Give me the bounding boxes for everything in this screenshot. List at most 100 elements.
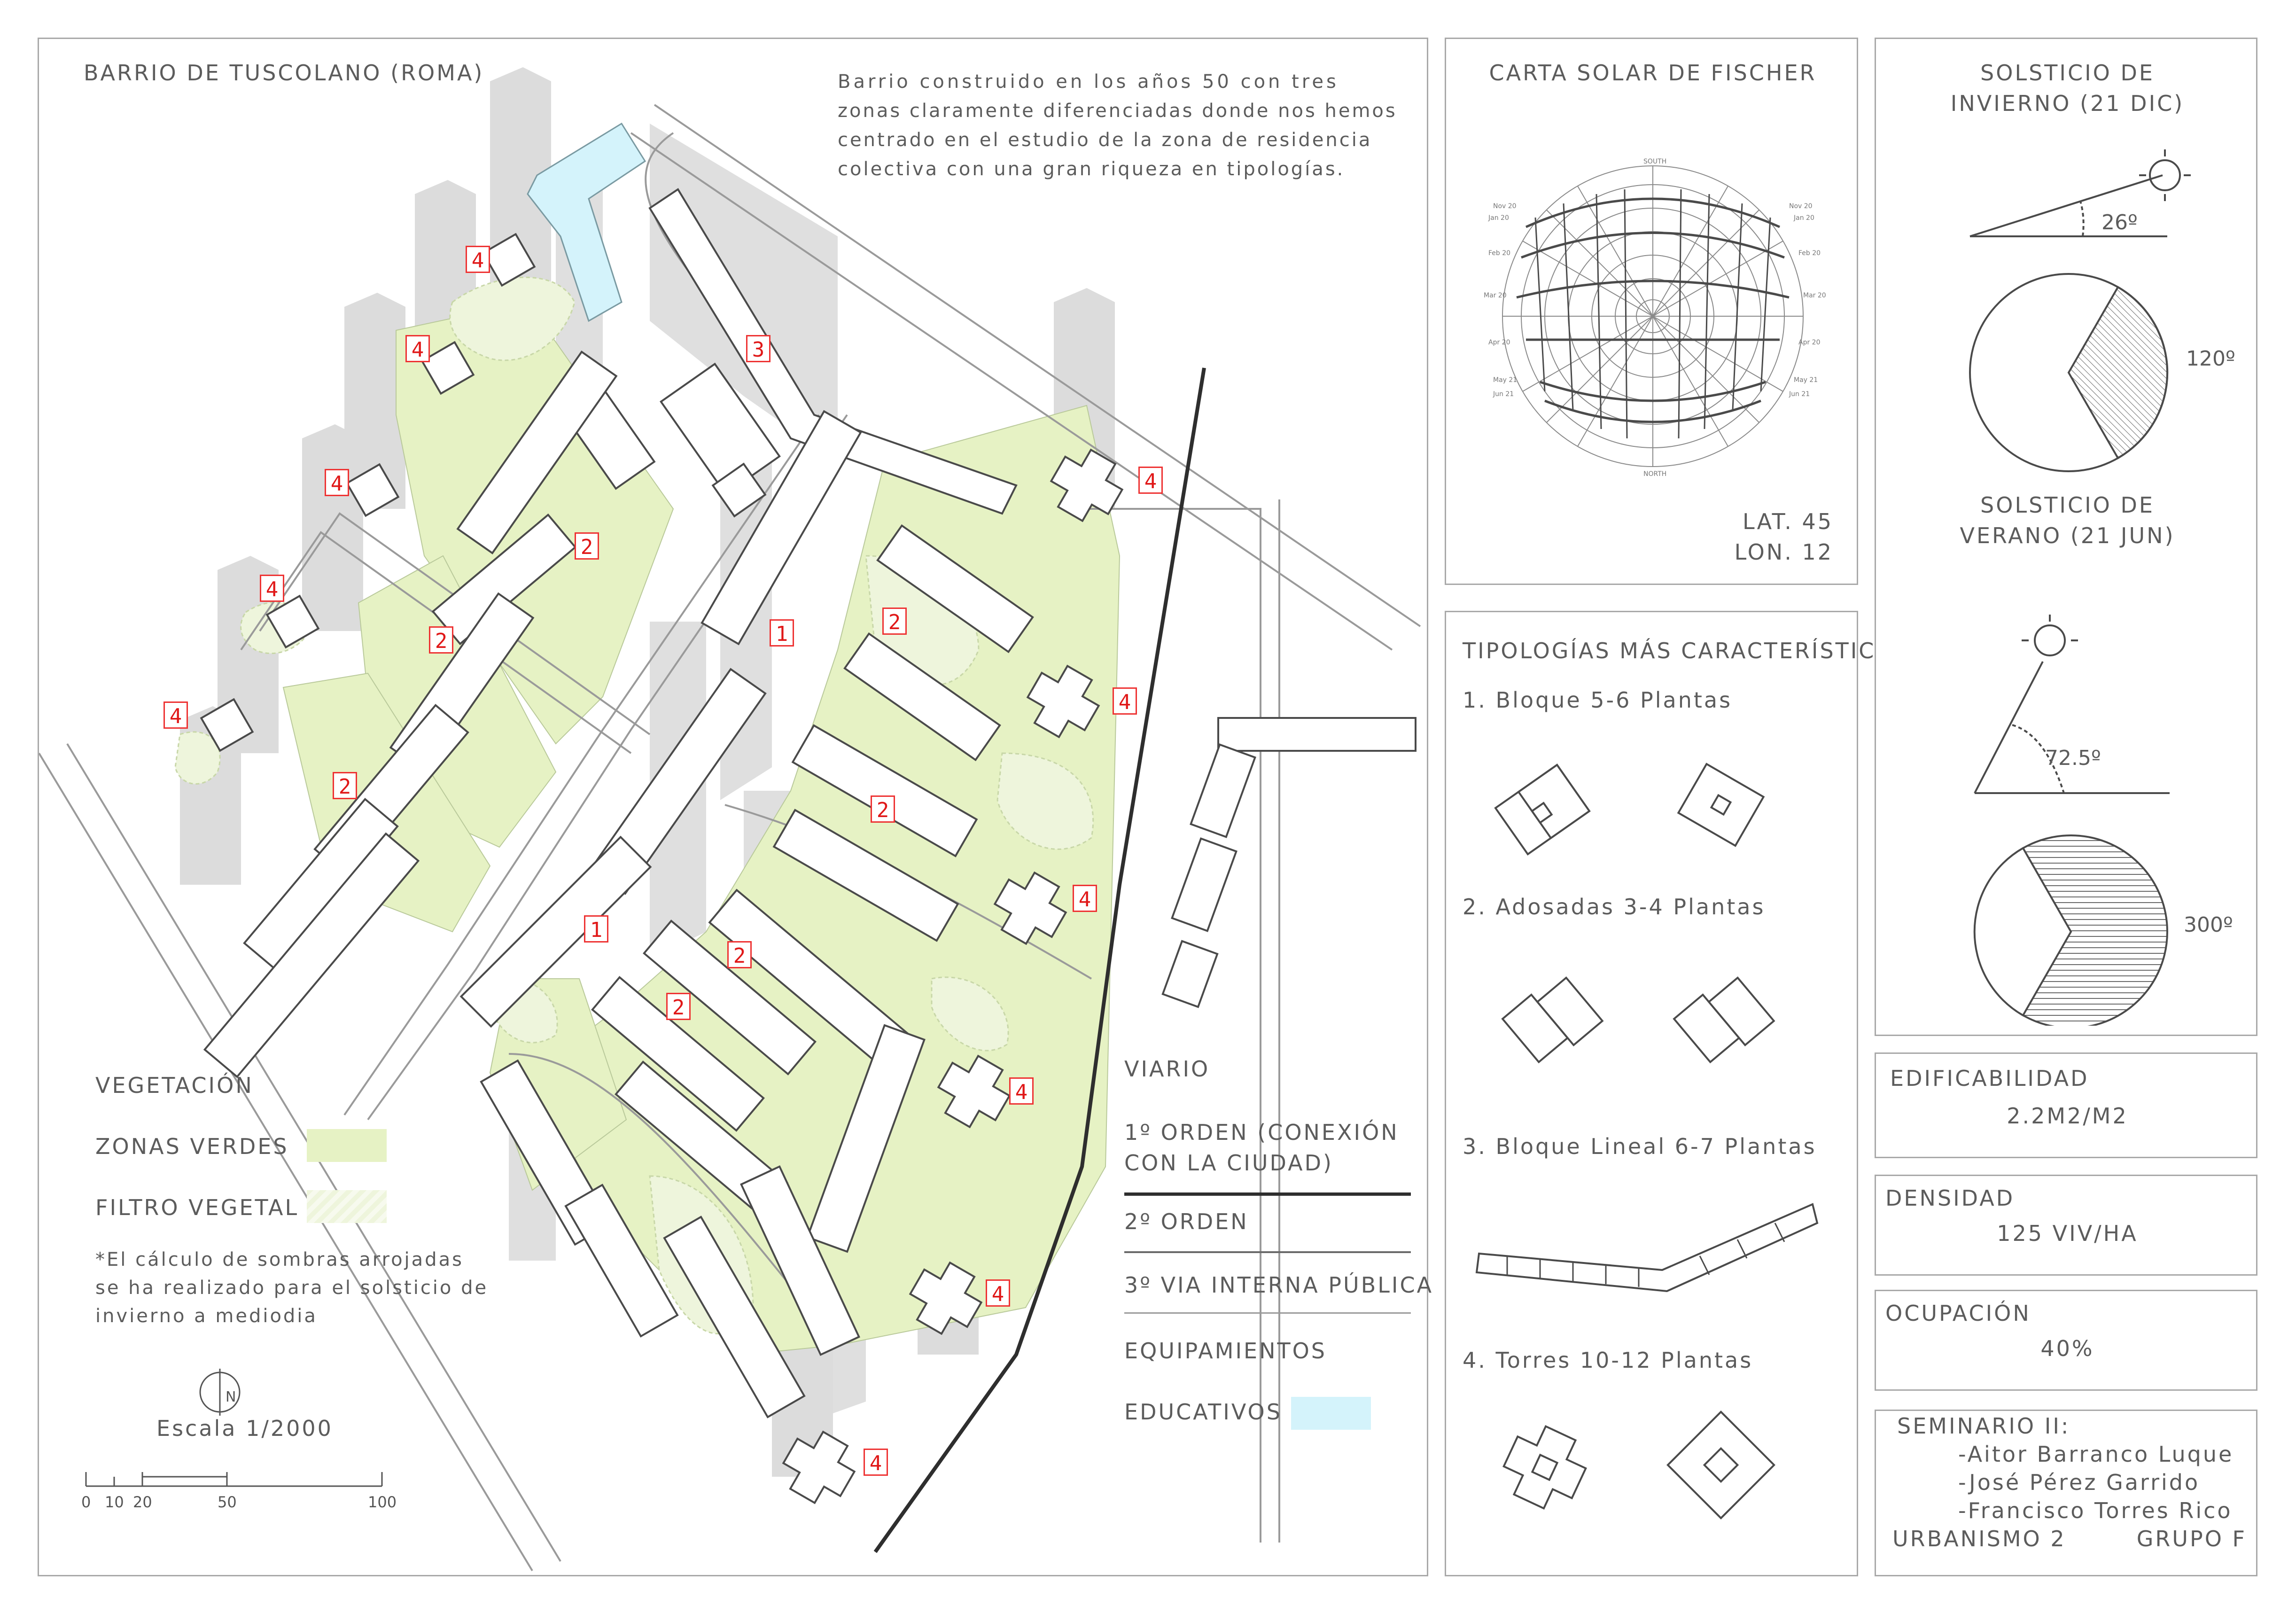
typology-item: 3. Bloque Lineal 6-7 Plantas [1463, 1134, 1817, 1159]
note-line: invierno a mediodia [95, 1305, 318, 1327]
vegetation-title: VEGETACIÓN [95, 1073, 254, 1098]
equipment-title: EQUIPAMIENTOS [1124, 1338, 1327, 1364]
map-panel: BARRIO DE TUSCOLANO (ROMA) Barrio constr… [38, 38, 1432, 1576]
credits-panel: SEMINARIO II: -Aitor Barranco Luque -Jos… [1875, 1410, 2257, 1576]
roads-secondary [39, 104, 1421, 1572]
scale-tick: 0 [81, 1493, 91, 1510]
author: -Francisco Torres Rico [1958, 1498, 2233, 1523]
author: -Aitor Barranco Luque [1958, 1442, 2234, 1467]
typology-label: 3 [746, 335, 771, 362]
svg-text:Feb 20: Feb 20 [1488, 249, 1510, 257]
typology-drawings [1475, 763, 1819, 1519]
description-line: Barrio construido en los años 50 con tre… [838, 71, 1339, 93]
solar-chart-panel: CARTA SOLAR DE FISCHER [1445, 38, 1858, 585]
typology-label: 4 [864, 1449, 888, 1476]
winter-title: SOLSTICIO DE [1980, 60, 2155, 86]
road-primary [873, 367, 1206, 1553]
road-primary-swatch [1124, 1192, 1411, 1196]
road-tertiary-swatch [1124, 1312, 1411, 1314]
svg-text:Mar 20: Mar 20 [1803, 292, 1826, 299]
educational-building [527, 122, 646, 322]
educational-label: EDUCATIVOS [1124, 1399, 1282, 1425]
typology-label: 4 [1009, 1077, 1034, 1105]
buildings [200, 188, 1417, 1504]
winter-sector: 120º [2186, 347, 2235, 371]
description-line: zonas claramente diferenciadas donde nos… [838, 100, 1397, 122]
summer-diagram: 72.5º 300º [1973, 615, 2233, 1026]
ocupacion-label: OCUPACIÓN [1885, 1301, 2031, 1326]
densidad-panel: DENSIDAD 125 VIV/HA [1875, 1175, 2257, 1276]
description-line: centrado en el estudio de la zona de res… [838, 129, 1372, 151]
group: GRUPO F [2136, 1526, 2247, 1551]
site-plan [39, 67, 1421, 1572]
ocupacion-value: 40% [2040, 1336, 2094, 1361]
svg-text:Feb 20: Feb 20 [1798, 249, 1821, 257]
scale-bar: 0 10 20 50 100 [81, 1472, 397, 1510]
map-title: BARRIO DE TUSCOLANO (ROMA) [84, 60, 484, 86]
north-arrow: N [199, 1369, 241, 1416]
scale-tick: 50 [218, 1493, 237, 1510]
winter-diagram: 26º 120º [1969, 149, 2235, 472]
solstices-panel: SOLSTICIO DE INVIERNO (21 DIC) 26º 120º … [1875, 38, 2257, 1036]
edificabilidad-value: 2.2M2/M2 [2007, 1103, 2128, 1129]
typology-label: 1 [770, 619, 794, 647]
note-line: se ha realizado para el solsticio de [95, 1277, 489, 1299]
ocupacion-panel: OCUPACIÓN 40% [1875, 1290, 2257, 1391]
typology-label: 2 [871, 795, 895, 823]
road-secondary-swatch [1124, 1251, 1411, 1253]
scale-tick: 10 [105, 1493, 124, 1510]
description-line: colectiva con una gran riqueza en tipolo… [838, 158, 1345, 180]
svg-text:Apr 20: Apr 20 [1798, 339, 1820, 346]
svg-text:Nov 20: Nov 20 [1789, 203, 1813, 210]
svg-text:SOUTH: SOUTH [1643, 158, 1666, 165]
typology-item: 2. Adosadas 3-4 Plantas [1463, 894, 1766, 919]
green-zones-swatch [307, 1129, 387, 1162]
typology-label: 4 [163, 701, 188, 729]
educational-swatch [1291, 1397, 1371, 1430]
typology-label: 2 [882, 608, 907, 635]
summer-sector: 300º [2184, 913, 2233, 937]
typology-label: 4 [325, 469, 349, 496]
typologies-title: TIPOLOGÍAS MÁS CARACTERÍSTICAS [1463, 638, 1908, 663]
typologies-panel: TIPOLOGÍAS MÁS CARACTERÍSTICAS 1. Bloque… [1445, 611, 1906, 1576]
typology-label: 2 [727, 941, 752, 968]
typology-label: 2 [429, 626, 453, 654]
typology-label: 4 [1138, 467, 1163, 494]
winter-angle: 26º [2101, 210, 2138, 234]
winter-title: INVIERNO (21 DIC) [1950, 91, 2185, 116]
summer-angle: 72.5º [2045, 746, 2101, 770]
map-description: Barrio construido en los años 50 con tre… [838, 67, 1397, 184]
author: -José Pérez Garrido [1958, 1470, 2200, 1495]
svg-text:NORTH: NORTH [1643, 470, 1666, 478]
scale-tick: 100 [368, 1493, 397, 1510]
summer-title: VERANO (21 JUN) [1960, 523, 2175, 548]
densidad-value: 125 VIV/HA [1997, 1221, 2138, 1246]
typology-label: 4 [405, 335, 430, 362]
green-filter-swatch [307, 1190, 387, 1223]
svg-text:Nov 20: Nov 20 [1493, 203, 1517, 210]
typology-item: 4. Torres 10-12 Plantas [1463, 1348, 1753, 1373]
latitude: LAT. 45 [1743, 509, 1833, 534]
green-filter-label: FILTRO VEGETAL [95, 1195, 299, 1220]
green-zones-label: ZONAS VERDES [95, 1134, 289, 1159]
svg-text:Mar 20: Mar 20 [1484, 292, 1507, 299]
road-primary-label: 1º ORDEN (CONEXIÓN [1124, 1120, 1399, 1145]
typology-label: 2 [333, 772, 357, 799]
note-line: *El cálculo de sombras arrojadas [95, 1249, 464, 1270]
typology-label: 4 [1113, 687, 1137, 715]
viario-title: VIARIO [1124, 1056, 1210, 1082]
svg-text:May 21: May 21 [1794, 376, 1818, 384]
solar-chart-title: CARTA SOLAR DE FISCHER [1489, 60, 1817, 86]
typology-label: 2 [666, 993, 691, 1020]
fischer-solar-chart: Nov 20 Jan 20 Feb 20 Mar 20 Apr 20 May 21 J… [1484, 158, 1826, 478]
seminar-title: SEMINARIO II: [1897, 1413, 2070, 1439]
svg-text:Jan 20: Jan 20 [1793, 214, 1814, 222]
typology-label: 4 [260, 575, 284, 602]
north-letter: N [226, 1389, 236, 1405]
edificabilidad-panel: EDIFICABILIDAD 2.2M2/M2 [1875, 1052, 2257, 1158]
typology-label: 4 [986, 1279, 1010, 1307]
road-secondary-label: 2º ORDEN [1124, 1209, 1249, 1234]
longitude: LON. 12 [1734, 539, 1833, 565]
svg-text:Jan 20: Jan 20 [1488, 214, 1509, 222]
road-primary-label: CON LA CIUDAD) [1124, 1150, 1333, 1176]
